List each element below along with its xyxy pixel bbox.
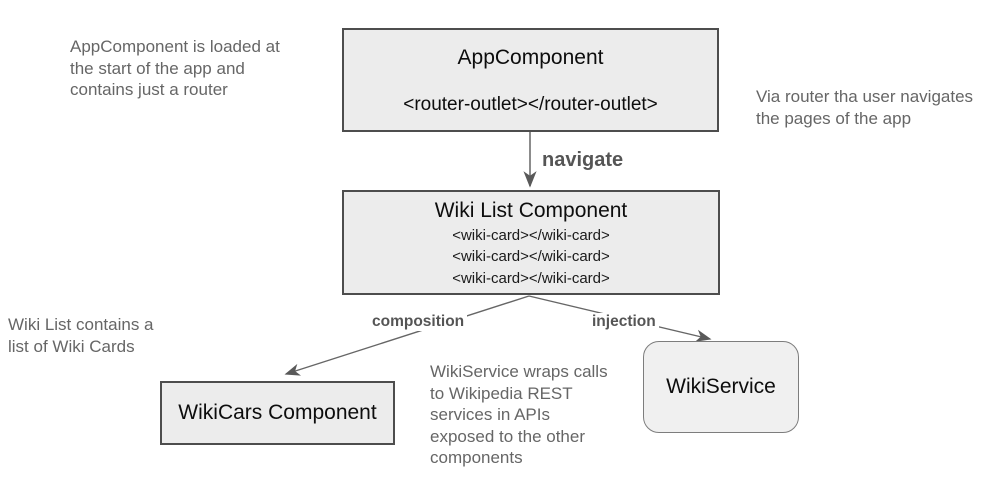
node-wikiservice: WikiService (643, 341, 799, 433)
node-wikicars-title: WikiCars Component (178, 401, 377, 424)
annotation-line: to Wikipedia REST (430, 383, 573, 403)
edge-composition-line (284, 295, 530, 376)
node-app-component-template: <router-outlet></router-outlet> (403, 93, 658, 115)
annotation-line: list of Wiki Cards (8, 336, 135, 356)
node-app-component: AppComponent <router-outlet></router-out… (342, 28, 719, 132)
wiki-card-tag: <wiki-card></wiki-card> (452, 269, 610, 287)
node-wikiservice-title: WikiService (666, 375, 776, 398)
annotation-router: Via router tha user navigates the pages … (756, 86, 973, 129)
node-app-component-title: AppComponent (457, 45, 604, 69)
annotation-line: exposed to the other (430, 426, 586, 446)
node-wiki-list-title: Wiki List Component (434, 198, 628, 222)
annotation-line: contains just a router (70, 80, 228, 99)
wiki-card-tag: <wiki-card></wiki-card> (452, 248, 610, 266)
annotation-wikiservice: WikiService wraps calls to Wikipedia RES… (430, 361, 608, 469)
node-wikicars-component: WikiCars Component (160, 381, 395, 445)
wiki-card-tag: <wiki-card></wiki-card> (452, 226, 610, 244)
annotation-line: AppComponent is loaded at (70, 37, 280, 56)
edge-label-navigate: navigate (539, 149, 627, 172)
annotation-line: components (430, 448, 523, 468)
annotation-line: WikiService wraps calls (430, 362, 608, 381)
node-wiki-list-component: Wiki List Component <wiki-card></wiki-ca… (342, 190, 720, 295)
edge-label-composition: composition (369, 313, 468, 331)
annotation-line: Wiki List contains a (8, 315, 154, 334)
annotation-wiki-list: Wiki List contains a list of Wiki Cards (8, 314, 154, 357)
edge-label-injection: injection (589, 313, 659, 331)
annotation-line: the start of the app and (70, 58, 245, 78)
annotation-line: Via router tha user navigates (756, 87, 974, 106)
annotation-line: the pages of the app (756, 108, 912, 128)
annotation-app-component: AppComponent is loaded at the start of t… (70, 36, 280, 101)
annotation-line: services in APIs (430, 405, 550, 425)
